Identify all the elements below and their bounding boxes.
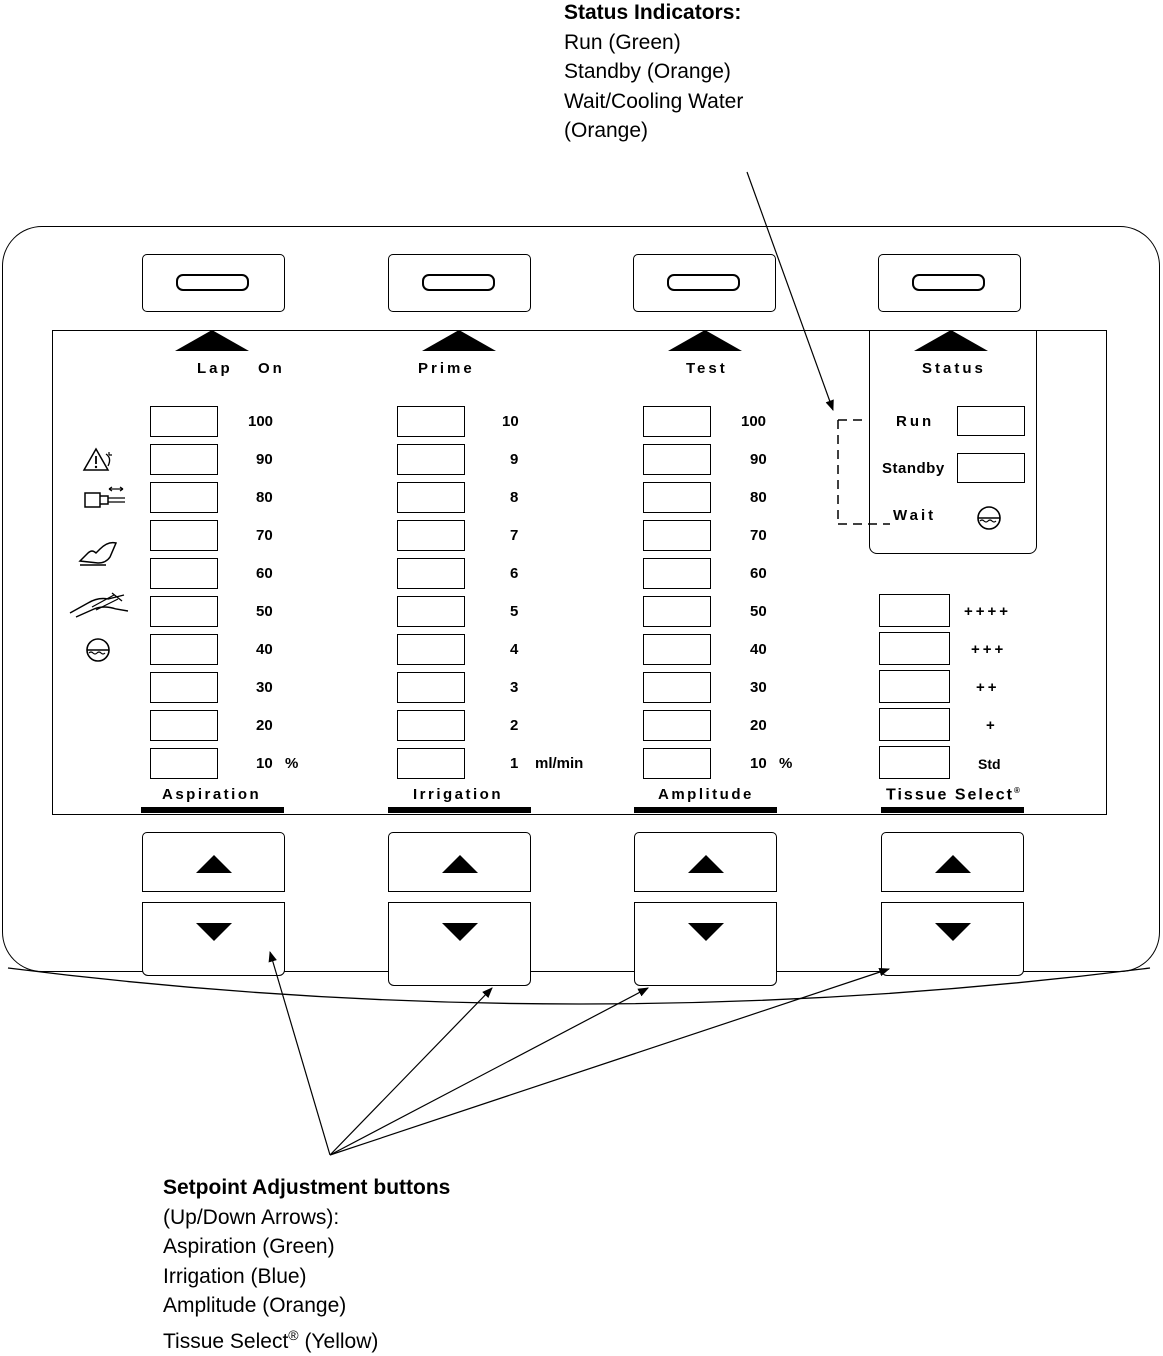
- setpoint-callout-line-last: Tissue Select® (Yellow): [163, 1321, 450, 1356]
- setpoint-callout-registered: ®: [288, 1327, 298, 1343]
- housing-bottom-curve: [8, 968, 1150, 1004]
- setpoint-adjustment-callout: Setpoint Adjustment buttons (Up/Down Arr…: [163, 1173, 450, 1356]
- setpoint-callout-line: Aspiration (Green): [163, 1232, 450, 1262]
- setpoint-callout-line: (Up/Down Arrows):: [163, 1203, 450, 1233]
- status-bracket: [838, 420, 890, 524]
- setpoint-leader-tissue: [330, 969, 889, 1155]
- setpoint-leader-aspiration: [270, 952, 330, 1155]
- setpoint-callout-line: Amplitude (Orange): [163, 1291, 450, 1321]
- status-leader-line: [747, 172, 833, 410]
- setpoint-callout-title: Setpoint Adjustment buttons: [163, 1176, 450, 1199]
- setpoint-leader-irrigation: [330, 988, 492, 1155]
- setpoint-callout-line: Irrigation (Blue): [163, 1262, 450, 1292]
- setpoint-callout-tissue-color: (Yellow): [299, 1330, 379, 1353]
- setpoint-leader-amplitude: [330, 988, 648, 1155]
- setpoint-callout-tissue: Tissue Select: [163, 1330, 288, 1353]
